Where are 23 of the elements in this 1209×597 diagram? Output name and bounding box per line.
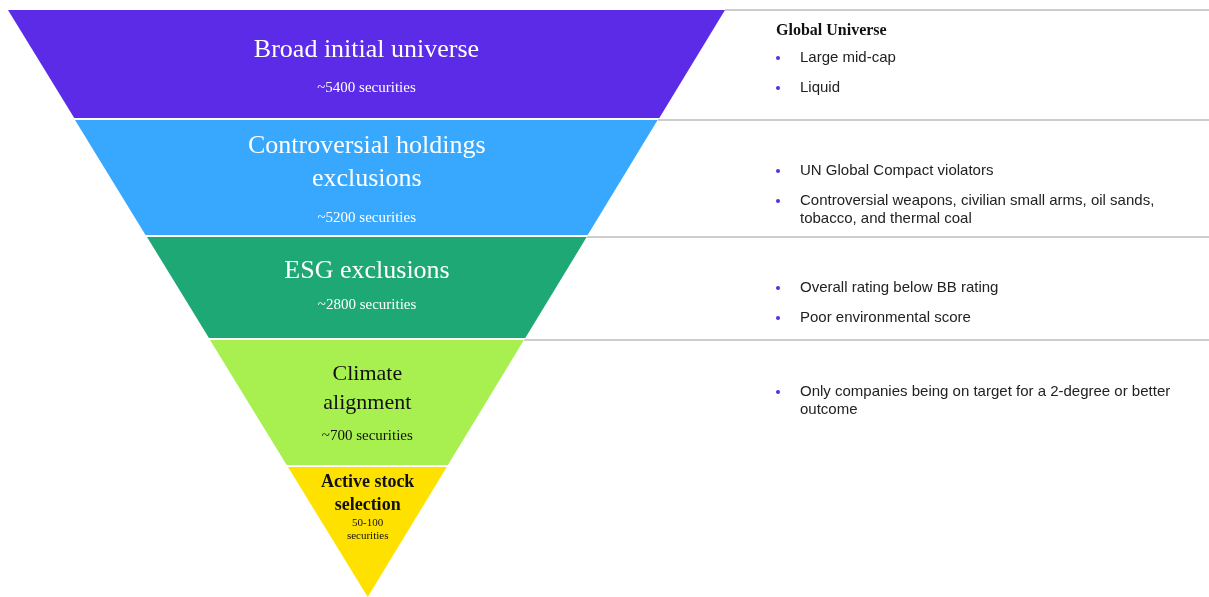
criteria-text: Only companies being on target for a 2-degree or better outcome: [800, 382, 1172, 418]
stage-title: Active stock selection: [319, 470, 416, 516]
criteria-text: Overall rating below BB rating: [800, 278, 999, 296]
funnel-band: [210, 340, 525, 465]
securities-count: ~5400 securities: [317, 78, 416, 97]
stage-title: ESG exclusions: [284, 255, 450, 285]
criteria-text: Large mid-cap: [800, 48, 896, 66]
stage-title: Controversial holdings exclusions: [246, 129, 487, 194]
criteria-text: UN Global Compact violators: [800, 161, 994, 179]
securities-count: ~5200 securities: [317, 208, 416, 227]
stage-title: Broad initial universe: [253, 34, 480, 64]
securities-count: 50-100 securities: [345, 516, 390, 542]
section-heading: Global Universe: [776, 20, 888, 40]
criteria-text: Liquid: [800, 78, 841, 96]
funnel-band: [75, 120, 659, 235]
funnel-band: [8, 10, 725, 118]
criteria-text: Controversial weapons, civilian small arms, oil sands, tobacco, and thermal coal: [800, 191, 1156, 227]
stage-title: Climate alignment: [322, 359, 413, 416]
securities-count: ~2800 securities: [317, 295, 417, 314]
criteria-text: Poor environmental score: [800, 308, 971, 326]
funnel-band: [288, 467, 448, 597]
funnel-band: [147, 237, 587, 338]
securities-count: ~700 securities: [321, 426, 413, 445]
